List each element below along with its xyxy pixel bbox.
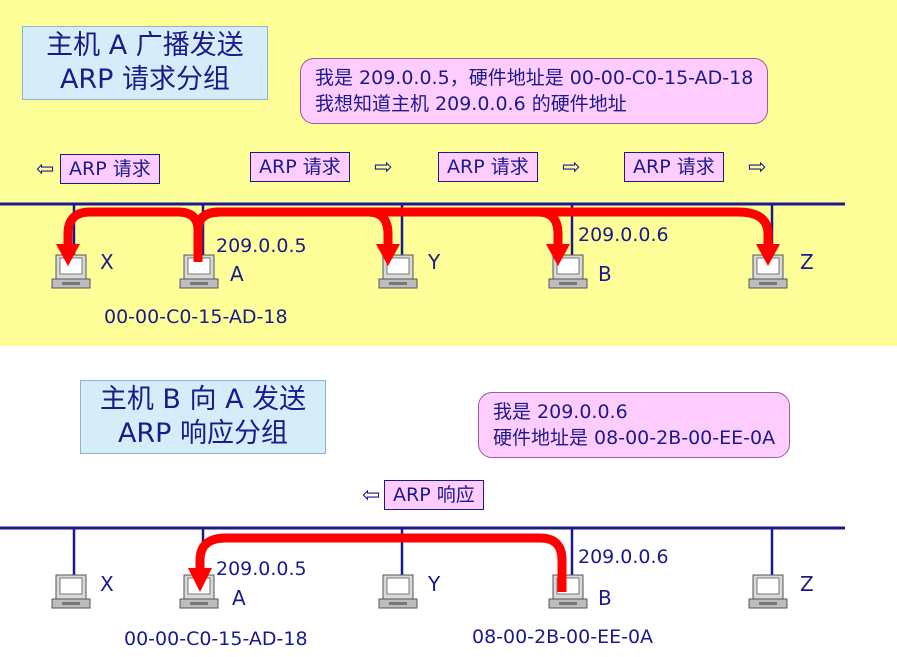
arrow-b-to-a	[195, 533, 567, 592]
top-title-line2: ARP 请求分组	[59, 64, 231, 95]
bottom-host-x-icon	[51, 574, 91, 609]
top-packet-2: ARP 请求	[250, 152, 350, 182]
arrow-a-to-z	[193, 207, 773, 248]
left-arrow-icon: ⇦	[36, 157, 55, 182]
bottom-title-box: 主机 B 向 A 发送 ARP 响应分组	[80, 380, 326, 454]
top-ip-b: 209.0.0.6	[578, 224, 669, 246]
top-packet-4: ARP 请求	[624, 152, 724, 182]
top-host-b-label: B	[598, 262, 612, 286]
top-packet-1: ARP 请求	[60, 154, 160, 184]
bottom-callout: 我是 209.0.0.6 硬件地址是 08-00-2B-00-EE-0A	[478, 392, 791, 458]
bottom-title-line1: 主机 B 向 A 发送	[99, 384, 307, 415]
bottom-callout-line1: 我是 209.0.0.6	[493, 401, 628, 423]
top-callout: 我是 209.0.0.5，硬件地址是 00-00-C0-15-AD-18 我想知…	[300, 58, 769, 124]
bottom-callout-line2: 硬件地址是 08-00-2B-00-EE-0A	[493, 427, 776, 449]
bottom-host-b-icon	[548, 574, 588, 609]
top-host-a-label: A	[230, 262, 244, 286]
bottom-host-x-label: X	[100, 572, 114, 596]
top-host-z-label: Z	[800, 250, 814, 274]
bottom-host-z-label: Z	[800, 572, 814, 596]
right-arrow-icon: ⇨	[562, 155, 581, 180]
top-packet-3: ARP 请求	[438, 152, 538, 182]
right-arrow-icon: ⇨	[374, 155, 393, 180]
top-title-box: 主机 A 广播发送 ARP 请求分组	[22, 26, 268, 100]
top-callout-line1: 我是 209.0.0.5，硬件地址是 00-00-C0-15-AD-18	[315, 67, 754, 89]
top-mac-a: 00-00-C0-15-AD-18	[104, 306, 288, 328]
bottom-host-b-label: B	[598, 586, 612, 610]
bottom-title-line2: ARP 响应分组	[117, 418, 289, 449]
bottom-mac-b: 08-00-2B-00-EE-0A	[472, 626, 654, 648]
bottom-host-y-icon	[378, 574, 418, 609]
bottom-host-z-icon	[748, 574, 788, 609]
left-arrow-icon: ⇦	[362, 483, 381, 508]
bottom-ip-b: 209.0.0.6	[578, 546, 669, 568]
bottom-mac-a: 00-00-C0-15-AD-18	[124, 628, 308, 650]
bottom-host-y-label: Y	[428, 572, 441, 596]
bottom-host-a-label: A	[232, 586, 246, 610]
bottom-packet: ARP 响应	[384, 480, 484, 510]
top-host-y-label: Y	[428, 250, 441, 274]
top-ip-a: 209.0.0.5	[216, 235, 307, 257]
top-callout-line2: 我想知道主机 209.0.0.6 的硬件地址	[315, 93, 627, 115]
arrow-a-to-x	[63, 207, 203, 262]
top-host-x-label: X	[100, 250, 114, 274]
top-title-line1: 主机 A 广播发送	[46, 30, 244, 61]
right-arrow-icon: ⇨	[748, 155, 767, 180]
bottom-ip-a: 209.0.0.5	[216, 558, 307, 580]
